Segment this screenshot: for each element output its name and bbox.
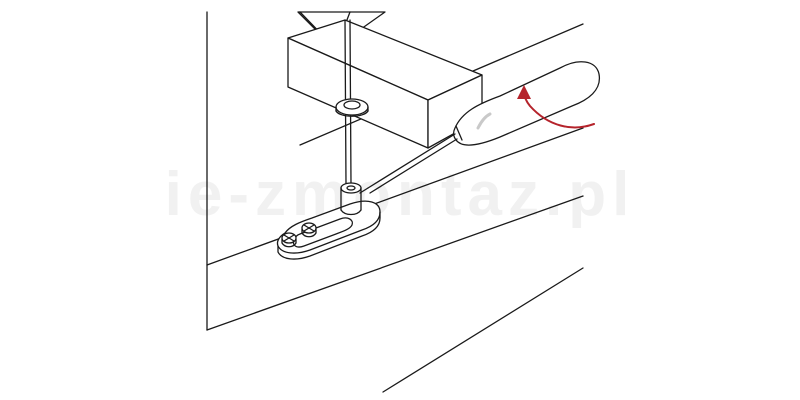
bolt-nut — [340, 182, 362, 216]
washer — [335, 98, 369, 117]
screwdriver-icon — [359, 61, 601, 194]
watermark-logo: ie-zmontaz.pl — [165, 160, 636, 229]
screw-icon-secondary — [281, 232, 297, 248]
clockwise-arrow-icon — [517, 85, 595, 129]
wooden-block — [287, 19, 483, 149]
screw-icon — [301, 222, 317, 238]
cabinet-frame — [206, 11, 584, 393]
